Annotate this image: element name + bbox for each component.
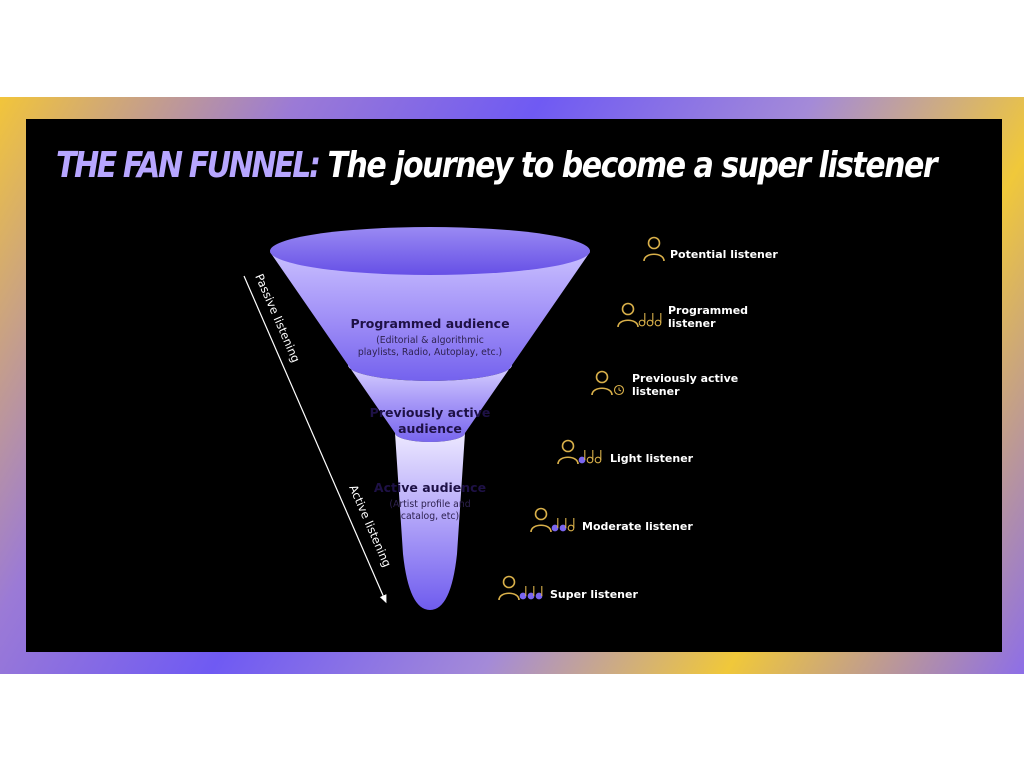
stage-potential-label: Potential listener (670, 248, 778, 261)
person-music-notes-icon (557, 439, 602, 465)
stage-previously-active-label-1: Previously active (632, 372, 738, 385)
stage-programmed-listener: Programmed listener (617, 302, 748, 330)
stage-light-label: Light listener (610, 452, 694, 465)
programmed-audience-desc-2: playlists, Radio, Autoplay, etc.) (358, 347, 502, 358)
slide-panel: THE FAN FUNNEL: The journey to become a … (26, 119, 1002, 652)
active-listening-label: Active listening (346, 483, 394, 570)
person-icon (643, 236, 665, 262)
fan-funnel-diagram: Programmed audience (Editorial & algorit… (243, 227, 778, 610)
funnel-section-programmed (270, 252, 590, 381)
active-audience-title: Active audience (374, 480, 486, 495)
gradient-frame: THE FAN FUNNEL: The journey to become a … (0, 97, 1024, 674)
person-clock-icon (591, 370, 625, 396)
stage-moderate-label: Moderate listener (582, 520, 693, 533)
person-music-notes-icon (617, 302, 662, 328)
title-accent: THE FAN FUNNEL: (56, 145, 321, 187)
funnel-top-rim (270, 227, 590, 275)
stage-potential-listener: Potential listener (643, 236, 778, 262)
funnel-section-active (395, 433, 465, 610)
listening-axis-arrow (243, 275, 387, 604)
active-audience-desc-2: catalog, etc) (401, 511, 459, 522)
previously-active-audience-line-2: audience (398, 421, 462, 436)
person-music-notes-icon (530, 507, 575, 533)
programmed-audience-desc-1: (Editorial & algorithmic (376, 335, 484, 346)
stage-programmed-label-1: Programmed (668, 304, 748, 317)
stage-previously-active-label-2: listener (632, 385, 680, 398)
funnel-section-previously-active (348, 365, 512, 442)
stage-light-listener: Light listener (557, 439, 694, 465)
programmed-audience-title: Programmed audience (350, 316, 509, 331)
stage-moderate-listener: Moderate listener (530, 507, 693, 533)
stage-super-label: Super listener (550, 588, 638, 601)
slide-title: THE FAN FUNNEL: The journey to become a … (56, 145, 938, 187)
stage-super-listener: Super listener (498, 575, 638, 601)
active-audience-desc-1: (Artist profile and (389, 499, 470, 510)
person-music-notes-icon (498, 575, 543, 601)
title-main: The journey to become a super listener (327, 145, 938, 187)
stage-programmed-label-2: listener (668, 317, 716, 330)
previously-active-audience-line-1: Previously active (370, 405, 491, 420)
stage-previously-active-listener: Previously active listener (591, 370, 738, 398)
